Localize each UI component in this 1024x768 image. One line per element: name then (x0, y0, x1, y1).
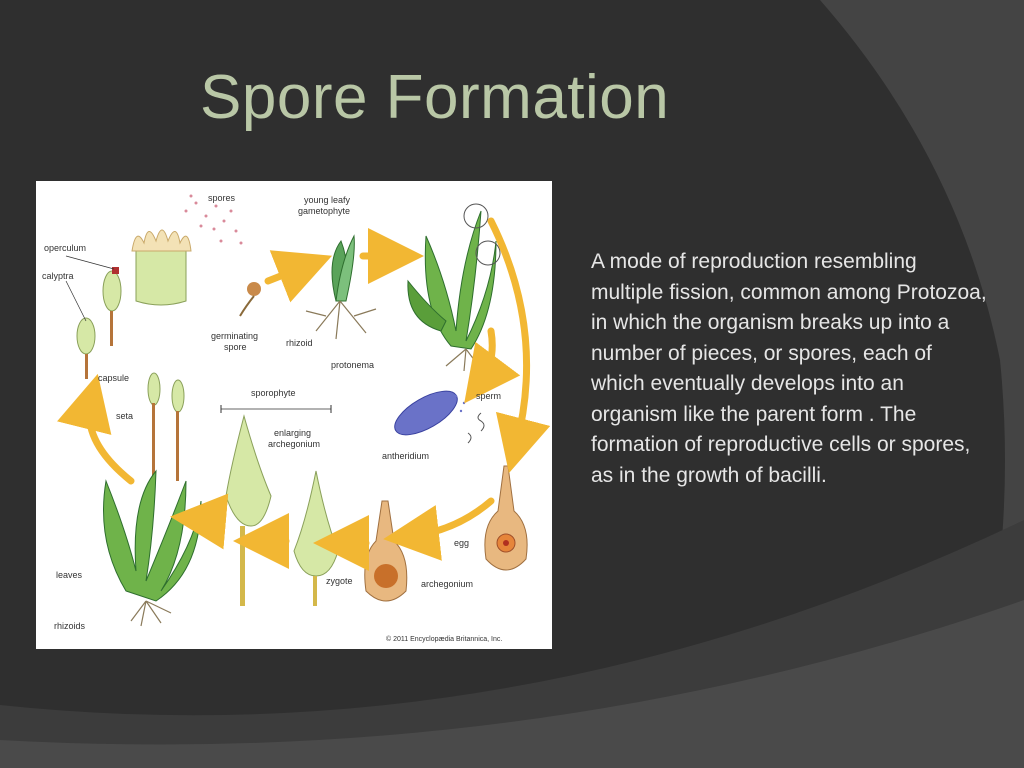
label-rhizoid: rhizoid (286, 338, 313, 348)
slide-body-text: A mode of reproduction resembling multip… (591, 250, 987, 487)
young-gametophyte (305, 234, 377, 340)
label-seta: seta (116, 411, 133, 421)
label-calyptra: calyptra (42, 271, 74, 281)
mature-moss-plant (103, 372, 202, 627)
capsules-with-calyptra (65, 255, 122, 379)
label-sporophyte: sporophyte (251, 388, 296, 398)
slide-title: Spore Formation (200, 63, 670, 132)
label-rhizoids: rhizoids (54, 621, 86, 631)
label-operculum: operculum (44, 243, 86, 253)
label-egg: egg (454, 538, 469, 548)
archegonium-with-egg (484, 465, 528, 571)
zygote-archegonium (364, 500, 408, 602)
life-cycle-arrows (57, 217, 551, 571)
label-copyright: © 2011 Encyclopædia Britannica, Inc. (386, 635, 502, 643)
spores-cloud (184, 194, 243, 245)
label-zygote: zygote (326, 576, 353, 586)
label-leaves: leaves (56, 570, 83, 580)
leafy-gametophyte (407, 203, 501, 372)
label-archegonium: archegonium (421, 579, 473, 589)
germinating-spore (239, 282, 261, 317)
label-protonema: protonema (331, 360, 374, 370)
antheridium (394, 390, 485, 444)
label-capsule: capsule (98, 373, 129, 383)
label-antheridium: antheridium (382, 451, 429, 461)
label-sperm: sperm (476, 391, 501, 401)
open-capsule (131, 229, 192, 306)
label-spores: spores (208, 193, 236, 203)
